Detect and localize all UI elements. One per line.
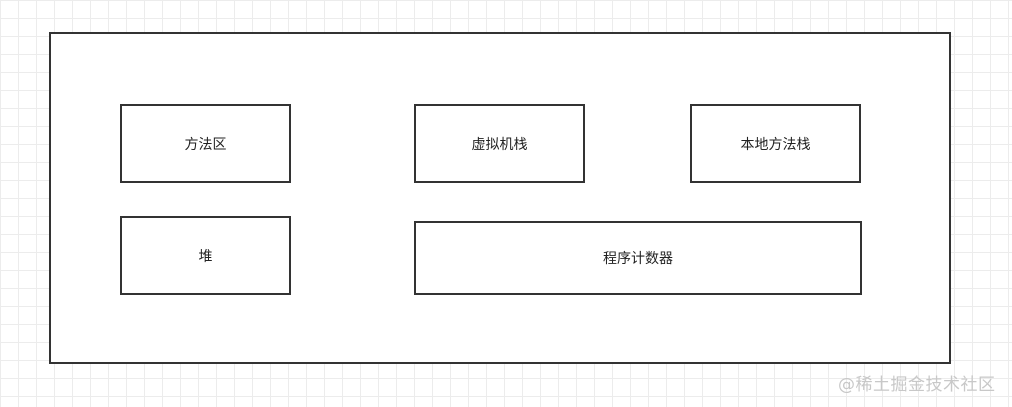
- native-method-stack-label: 本地方法栈: [740, 136, 811, 153]
- watermark: @稀土掘金技术社区: [838, 375, 996, 395]
- method-area-label: 方法区: [184, 136, 227, 153]
- program-counter-block: 程序计数器: [414, 221, 862, 295]
- vm-stack-block: 虚拟机栈: [414, 104, 585, 183]
- method-area-block: 方法区: [120, 104, 291, 183]
- heap-block: 堆: [120, 216, 291, 295]
- program-counter-label: 程序计数器: [603, 251, 673, 267]
- native-method-stack-block: 本地方法栈: [690, 104, 861, 183]
- jvm-runtime-data-area: [49, 32, 951, 364]
- vm-stack-label: 虚拟机栈: [471, 136, 528, 153]
- heap-label: 堆: [198, 248, 213, 265]
